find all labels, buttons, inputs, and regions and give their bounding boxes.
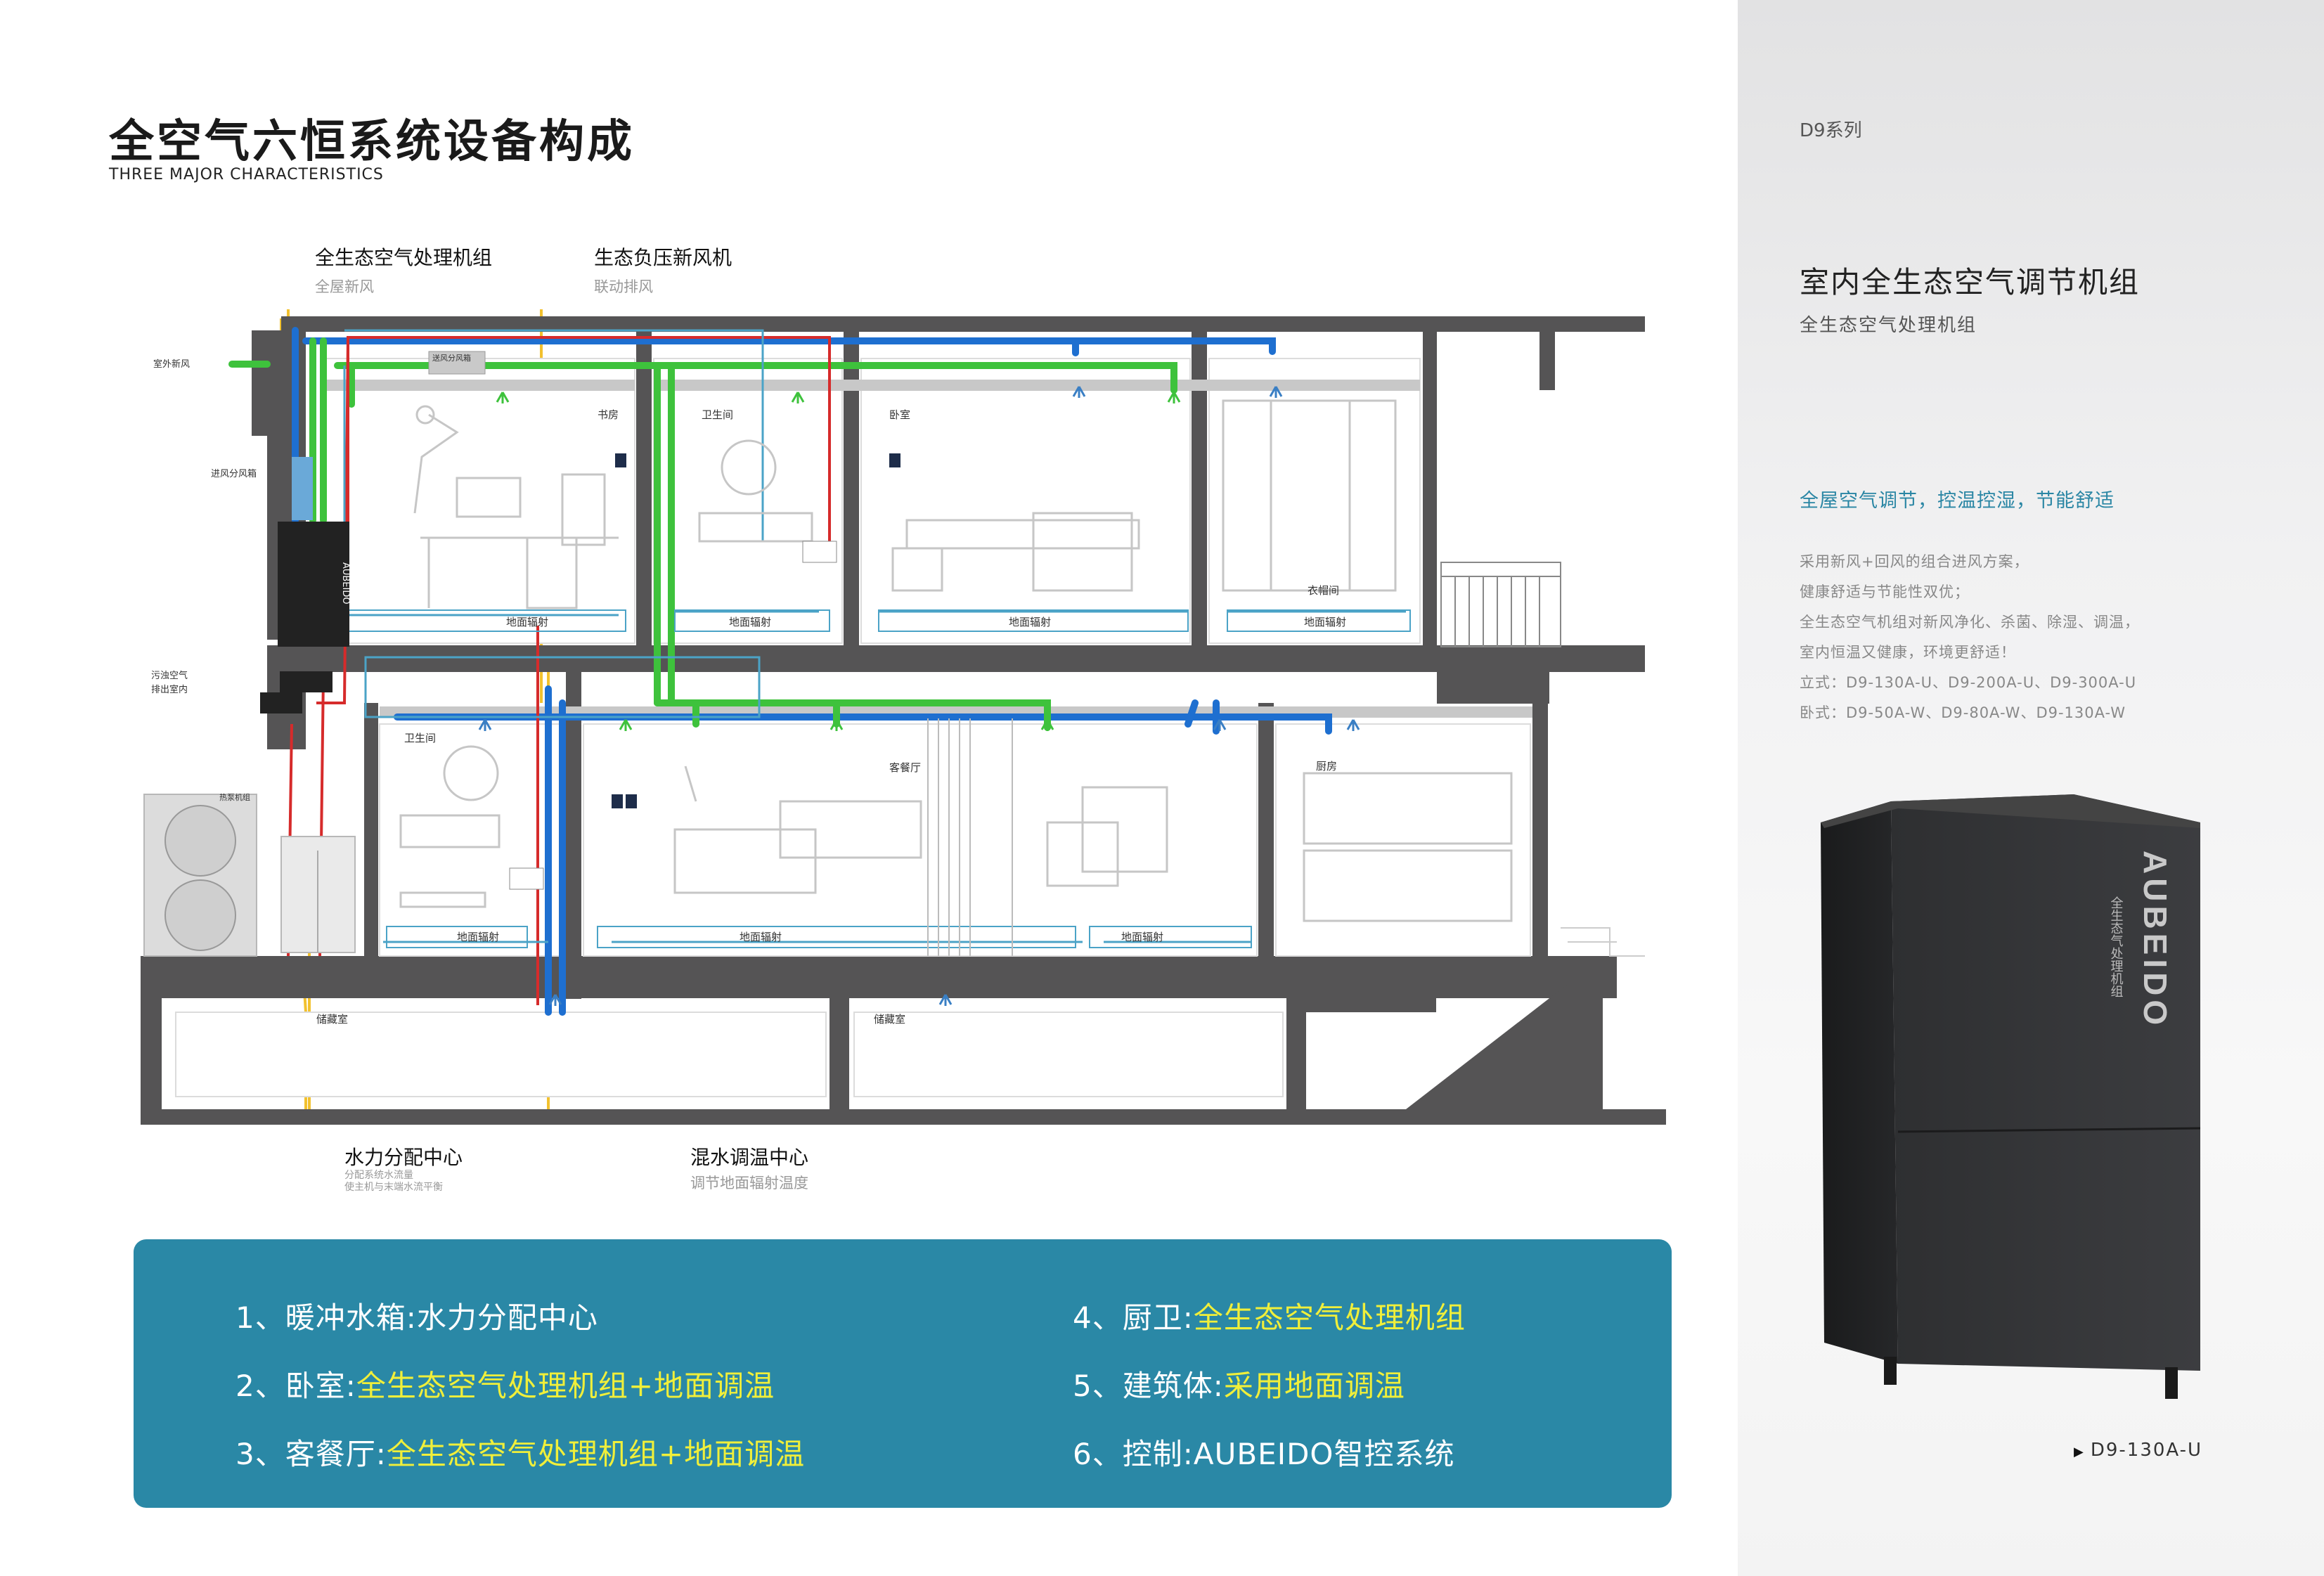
room-study: 书房 [598,408,619,421]
room-bedroom: 卧室 [889,408,910,421]
feature-4-prefix: 4、厨卫: [1073,1300,1194,1335]
return-diffusers [478,386,1360,1006]
supply-diffusers [496,392,1181,731]
page-subtitle: THREE MAJOR CHARACTERISTICS [109,166,384,183]
feature-panel: 1、暖冲水箱:水力分配中心 2、卧室:全生态空气处理机组+地面调温 3、客餐厅:… [134,1239,1672,1508]
room-living: 客餐厅 [889,761,921,774]
callout-hydro-sub2: 使主机与末端水流平衡 [344,1182,443,1193]
feature-item-5: 5、建筑体:采用地面调温 [1073,1362,1405,1405]
heat-pump [143,794,257,957]
desc-line-6: 卧式：D9-50A-W、D9-80A-W、D9-130A-W [1800,704,2126,721]
label-intake-box: 进风分风箱 [211,468,257,479]
label-heatpump: 热泵机组 [219,792,250,802]
room-storage-2: 储藏室 [874,1013,905,1026]
feature-1-text: 水力分配中心 [416,1300,598,1335]
balcony-railing [1440,562,1561,647]
feature-item-3: 3、客餐厅:全生态空气处理机组+地面调温 [235,1430,805,1473]
house-cross-section-diagram: AUBEIDO 室外新风 进风分风箱 污浊空气 排出室内 送风分风箱 热泵机组 … [141,309,1666,1125]
unit-vertical-text: 全生态气处理机组 [2109,896,2124,997]
floor-heat-label-1: 地面辐射 [506,616,548,628]
feature-6-text: AUBEIDO智控系统 [1193,1437,1455,1471]
mixing-valve-top [802,541,837,563]
label-exhaust-2: 排出室内 [151,684,188,695]
feature-5-text: 采用地面调温 [1223,1369,1405,1403]
feature-item-1: 1、暖冲水箱:水力分配中心 [235,1294,598,1337]
feature-6-prefix: 6、控制: [1073,1437,1194,1471]
product-tagline: 全屋空气调节，控温控湿，节能舒适 [1800,490,2115,512]
room-wardrobe: 衣帽间 [1308,584,1339,597]
exhaust-fan-unit [280,671,333,692]
desc-line-1: 采用新风+回风的组合进风方案， [1800,553,2029,570]
feature-2-text: 全生态空气处理机组+地面调温 [356,1369,775,1403]
room-interiors [175,358,1531,1097]
floor-heat-label-7: 地面辐射 [1121,931,1163,943]
feature-item-6: 6、控制:AUBEIDO智控系统 [1073,1430,1455,1473]
stairs [1406,984,1603,1109]
svg-text:AUBEIDO: AUBEIDO [340,562,351,605]
callout-mix-sub: 调节地面辐射温度 [690,1175,808,1191]
callout-hydro-title: 水力分配中心 [344,1146,463,1169]
feature-3-prefix: 3、客餐厅: [235,1437,387,1471]
room-kitchen: 厨房 [1316,760,1337,773]
room-storage-1: 储藏室 [316,1013,348,1026]
desc-line-4: 室内恒温又健康，环境更舒适！ [1800,644,2016,661]
feature-item-2: 2、卧室:全生态空气处理机组+地面调温 [235,1362,775,1405]
callout-ahu-title: 全生态空气处理机组 [315,246,493,269]
label-outdoor-fresh: 室外新风 [153,359,190,370]
intake-box [292,457,313,520]
room-bath-top: 卫生间 [702,408,733,421]
floor-heat-label-6: 地面辐射 [740,931,782,943]
green-ducts [228,337,1177,731]
mixing-valve-mid [509,867,544,890]
furniture-sketches [399,399,1513,922]
product-model: ▶ D9-130A-U [2074,1440,2202,1461]
feature-item-4: 4、厨卫:全生态空气处理机组 [1073,1294,1466,1337]
label-exhaust-1: 污浊空气 [151,670,188,681]
label-splitter: 送风分风箱 [432,353,471,363]
feature-2-prefix: 2、卧室: [235,1369,356,1403]
floor-heat-label-3: 地面辐射 [1009,616,1051,628]
supply-splitter-box [428,351,486,375]
desc-line-3: 全生态空气机组对新风净化、杀菌、除湿、调温， [1800,614,2140,631]
stairs-outline [1561,927,1645,957]
floor-heat-label-2: 地面辐射 [729,616,771,628]
floor-heat-label-5: 地面辐射 [457,931,499,943]
page-title: 全空气六恒系统设备构成 [109,116,635,168]
feature-3-text: 全生态空气处理机组+地面调温 [386,1437,806,1471]
thermostats [612,453,900,808]
series-label: D9系列 [1800,120,1862,141]
room-bath-mid: 卫生间 [404,732,436,744]
feature-5-prefix: 5、建筑体: [1073,1369,1224,1403]
hydraulic-cabinet [280,836,356,953]
product-title: 室内全生态空气调节机组 [1800,265,2141,299]
air-handling-unit: AUBEIDO [278,522,351,647]
product-description: 采用新风+回风的组合进风方案， 健康舒适与节能性双优； 全生态空气机组对新风净化… [1800,547,2235,728]
product-subtitle: 全生态空气处理机组 [1800,315,1977,336]
floor-heat-label-4: 地面辐射 [1304,616,1346,628]
product-unit-image: AUBEIDO 全生态气处理机组 [1821,794,2201,1399]
callout-fresh-title: 生态负压新风机 [594,246,732,269]
feature-1-prefix: 1、暖冲水箱: [235,1300,417,1335]
feature-4-text: 全生态空气处理机组 [1193,1300,1466,1335]
callout-fresh-sub: 联动排风 [594,278,653,295]
column-lines [927,718,1013,956]
desc-line-2: 健康舒适与节能性双优； [1800,583,1970,600]
callout-mix-title: 混水调温中心 [690,1146,809,1169]
house-walls [141,316,1666,1125]
model-text: D9-130A-U [2090,1440,2203,1461]
triangle-icon: ▶ [2074,1445,2085,1459]
callout-hydro-sub1: 分配系统水流量 [344,1170,413,1181]
callout-ahu-sub: 全屋新风 [315,278,374,295]
desc-line-5: 立式：D9-130A-U、D9-200A-U、D9-300A-U [1800,674,2137,691]
unit-brand-text: AUBEIDO [2137,851,2174,1029]
